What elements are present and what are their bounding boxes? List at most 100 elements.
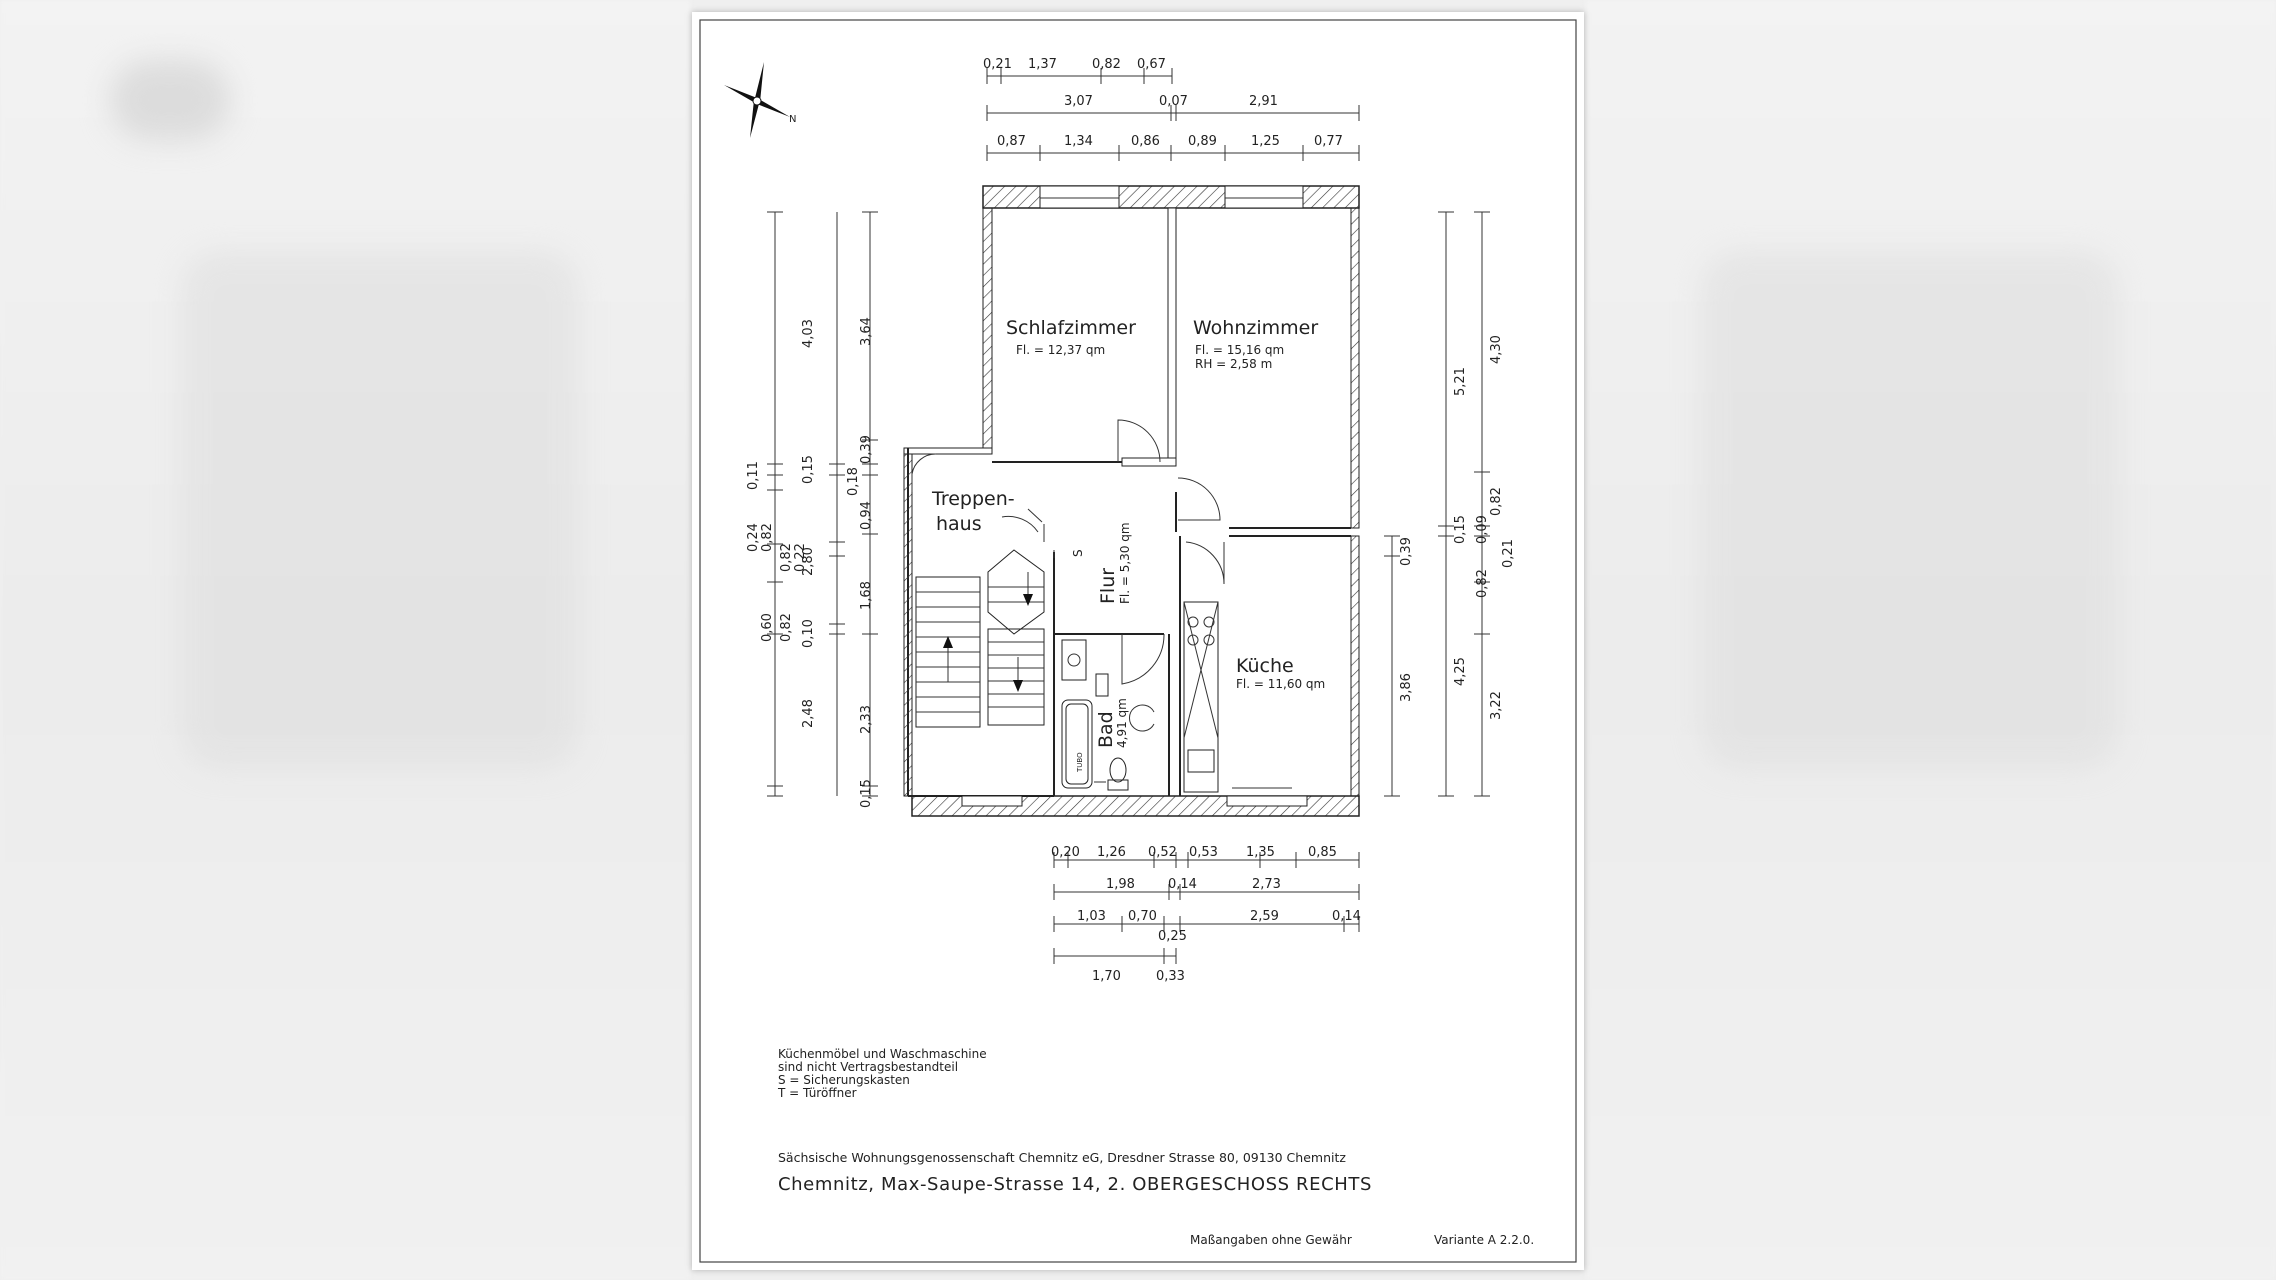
room-name-treppenhaus-line2: haus [936, 513, 982, 535]
legend-notes: Küchenmöbel und Waschmaschine sind nicht… [777, 1047, 987, 1100]
note-line-2: sind nicht Vertragsbestandteil [778, 1060, 958, 1074]
dimension-label: 1,98 [1106, 877, 1135, 892]
dimension-label: 0,82 [1489, 487, 1504, 516]
floor-plan-walls: TUBO [903, 185, 1360, 817]
title-block: Sächsische Wohnungsgenossenschaft Chemni… [778, 1150, 1534, 1247]
compass-rose-icon: N [724, 62, 796, 138]
dimension-label: 0,10 [801, 619, 816, 648]
dimension-label: 0,15 [1453, 515, 1468, 544]
dimension-label: 3,86 [1399, 673, 1414, 702]
note-line-1: Küchenmöbel und Waschmaschine [778, 1047, 987, 1061]
dimension-label: 3,64 [859, 317, 874, 346]
dimension-label: 1,70 [1092, 969, 1121, 984]
dimensions-right: 0,39 3,86 5,21 0,15 4,25 4,30 0,82 0,09 … [1384, 211, 1516, 797]
kitchen-counter [1183, 601, 1292, 793]
dimension-label: 0,82 [760, 523, 775, 552]
dimension-label: 2,33 [859, 705, 874, 734]
dimension-label: 0,67 [1137, 57, 1166, 72]
dimension-label: 0,85 [1308, 845, 1337, 860]
note-line-3: S = Sicherungskasten [778, 1073, 910, 1087]
compass-north-label: N [789, 114, 796, 125]
dimension-label: 0,94 [859, 501, 874, 530]
blurred-compass-ghost [110, 60, 230, 140]
dimension-label: 0,86 [1131, 134, 1160, 149]
door-swings [911, 419, 1225, 685]
blurred-plan-ghost-right [1700, 250, 2120, 770]
dimension-label: 1,34 [1064, 134, 1093, 149]
dimensions-left: 4,03 0,11 0,24 0,82 0,60 2,48 0,15 0,15 … [746, 211, 878, 808]
dimension-label: 4,25 [1453, 657, 1468, 686]
dimension-label: 0,25 [1158, 929, 1187, 944]
room-labels: Schlafzimmer Fl. = 12,37 qm Wohnzimmer F… [931, 317, 1325, 748]
dimension-label: 0,82 [1092, 57, 1121, 72]
dimension-label: 0,14 [1332, 909, 1361, 924]
dimension-label: 2,59 [1250, 909, 1279, 924]
dimension-label: 0,89 [1188, 134, 1217, 149]
dimension-label: 0,07 [1159, 94, 1188, 109]
dimension-label: 0,33 [1156, 969, 1185, 984]
dimension-label: 0,39 [1399, 537, 1414, 566]
dimension-label: 0,53 [1189, 845, 1218, 860]
room-name-treppenhaus-line1: Treppen- [931, 488, 1015, 510]
blurred-plan-ghost-left [180, 250, 580, 770]
dimension-label: 0,24 [746, 523, 761, 552]
dimension-label: 0,14 [1168, 877, 1197, 892]
room-area-schlafzimmer: Fl. = 12,37 qm [1016, 343, 1105, 357]
note-line-4: T = Türöffner [777, 1086, 857, 1100]
dimension-label: 2,73 [1252, 877, 1281, 892]
dimension-label: 4,03 [801, 319, 816, 348]
dimension-label: 0,82 [779, 543, 794, 572]
room-area-kueche: Fl. = 11,60 qm [1236, 677, 1325, 691]
dimension-label: 3,22 [1489, 691, 1504, 720]
dimension-label: 0,82 [1475, 569, 1490, 598]
fuse-box-marker: S [1071, 549, 1085, 557]
dimension-label: 0,21 [983, 57, 1012, 72]
dimension-label: 0,82 [779, 613, 794, 642]
dimension-label: 2,48 [801, 699, 816, 728]
room-area-bad: 4,91 qm [1115, 698, 1129, 748]
dimension-label: 0,70 [1128, 909, 1157, 924]
room-height-wohnzimmer: RH = 2,58 m [1195, 357, 1272, 371]
bathroom-fixtures: TUBO [1061, 639, 1155, 791]
dimension-label: 2,91 [1249, 94, 1278, 109]
floor-plan-sheet: N 0,21 1,37 0,82 0,67 3,07 0,07 2,91 0,8… [692, 12, 1584, 1270]
variant-label: Variante A 2.2.0. [1434, 1233, 1534, 1247]
floor-plan-drawing: N 0,21 1,37 0,82 0,67 3,07 0,07 2,91 0,8… [699, 19, 1577, 1263]
bathtub-label: TUBO [1076, 752, 1084, 773]
room-name-schlafzimmer: Schlafzimmer [1006, 317, 1136, 339]
dimension-label: 0,39 [859, 435, 874, 464]
room-area-flur: Fl. = 5,30 qm [1118, 522, 1132, 604]
room-area-wohnzimmer: Fl. = 15,16 qm [1195, 343, 1284, 357]
dimension-label: 0,87 [997, 134, 1026, 149]
dimension-label: 1,26 [1097, 845, 1126, 860]
drawing-frame [699, 19, 1577, 1263]
dimension-label: 1,25 [1251, 134, 1280, 149]
dimension-label: 0,11 [746, 461, 761, 490]
dimension-label: 0,52 [1148, 845, 1177, 860]
dimension-label: 0,77 [1314, 134, 1343, 149]
dimension-label: 0,60 [760, 613, 775, 642]
dimension-label: 2,80 [801, 547, 816, 576]
dimension-label: 3,07 [1064, 94, 1093, 109]
disclaimer-text: Maßangaben ohne Gewähr [1190, 1233, 1352, 1247]
room-name-flur: Flur [1097, 568, 1119, 604]
dimension-label: 1,68 [859, 581, 874, 610]
dimension-label: 5,21 [1453, 367, 1468, 396]
room-name-wohnzimmer: Wohnzimmer [1193, 317, 1318, 339]
dimensions-bottom: 0,20 1,26 0,52 0,53 1,35 0,85 1,98 0,14 … [1051, 845, 1361, 984]
room-name-bad: Bad [1095, 711, 1117, 748]
dimension-label: 1,35 [1246, 845, 1275, 860]
address-title: Chemnitz, Max-Saupe-Strasse 14, 2. OBERG… [778, 1174, 1372, 1195]
staircase [915, 549, 1045, 728]
dimension-label: 1,37 [1028, 57, 1057, 72]
room-name-kueche: Küche [1236, 655, 1294, 677]
dimension-label: 0,09 [1475, 515, 1490, 544]
dimension-label: 0,21 [1501, 539, 1516, 568]
company-line: Sächsische Wohnungsgenossenschaft Chemni… [778, 1150, 1346, 1165]
dimension-label: 0,15 [859, 779, 874, 808]
dimension-label: 1,03 [1077, 909, 1106, 924]
dimension-label: 4,30 [1489, 335, 1504, 364]
dimension-label: 0,22 [793, 543, 808, 572]
dimension-label: 0,20 [1051, 845, 1080, 860]
dimensions-top: 0,21 1,37 0,82 0,67 3,07 0,07 2,91 0,87 … [983, 57, 1360, 161]
